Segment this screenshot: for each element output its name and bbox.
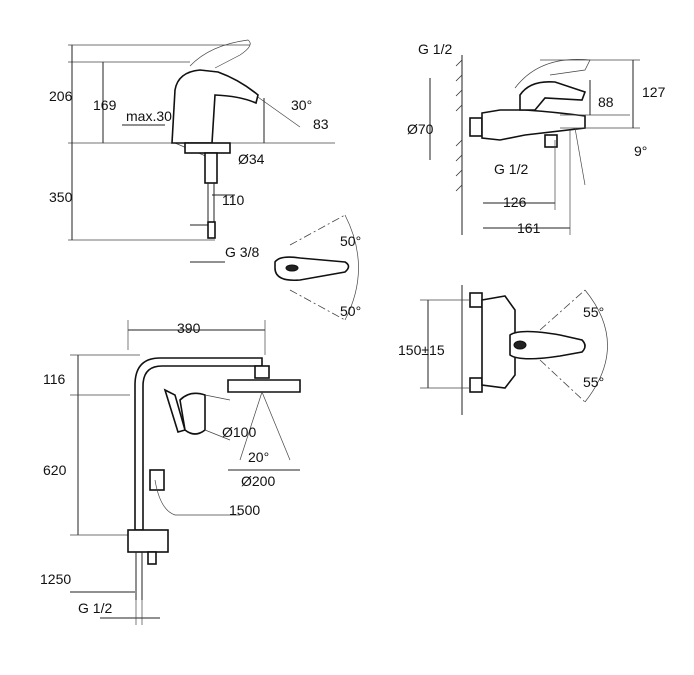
dim-110: 110 [222,192,245,208]
dim-206: 206 [49,88,73,104]
dim-diameter-34: Ø34 [238,151,265,167]
dim-116: 116 [43,371,66,387]
dim-83: 83 [313,116,329,132]
dim-126: 126 [503,194,527,210]
dim-350: 350 [49,189,73,205]
dim-620: 620 [43,462,67,478]
dim-g-1-2-inlet: G 1/2 [78,600,112,616]
dim-30-deg: 30° [291,97,312,113]
dim-9-deg: 9° [634,143,647,159]
dim-390: 390 [177,320,201,336]
dim-1500: 1500 [229,502,260,518]
dim-55-deg-bottom: 55° [583,374,604,390]
basin-mixer-drawing: 206 169 max.30 30° 83 Ø34 350 110 G 3/8 … [49,39,361,321]
dim-g-3-8: G 3/8 [225,244,259,260]
dim-diameter-70: Ø70 [407,121,434,137]
bath-mixer-top-view: 55° 150±15 55° [398,285,608,415]
dim-1250: 1250 [40,571,71,587]
dim-50-deg-top: 50° [340,233,361,249]
dim-169: 169 [93,97,117,113]
dim-55-deg-top: 55° [583,304,604,320]
bath-mixer-drawing: G 1/2 127 88 Ø70 9° G 1/2 126 161 [407,41,666,236]
dim-diameter-200: Ø200 [241,473,275,489]
dim-161: 161 [517,220,541,236]
dim-88: 88 [598,94,614,110]
dim-150-pm-15: 150±15 [398,342,445,358]
dim-g-1-2-top: G 1/2 [418,41,452,57]
dim-max30: max.30 [126,108,172,124]
dim-diameter-100: Ø100 [222,424,256,440]
dim-g-1-2-outlet: G 1/2 [494,161,528,177]
dim-20-deg: 20° [248,449,269,465]
shower-system-drawing: 390 116 Ø100 20° 620 Ø200 1500 1250 G 1/… [40,320,301,625]
dim-127: 127 [642,84,666,100]
dim-50-deg-bottom: 50° [340,303,361,319]
